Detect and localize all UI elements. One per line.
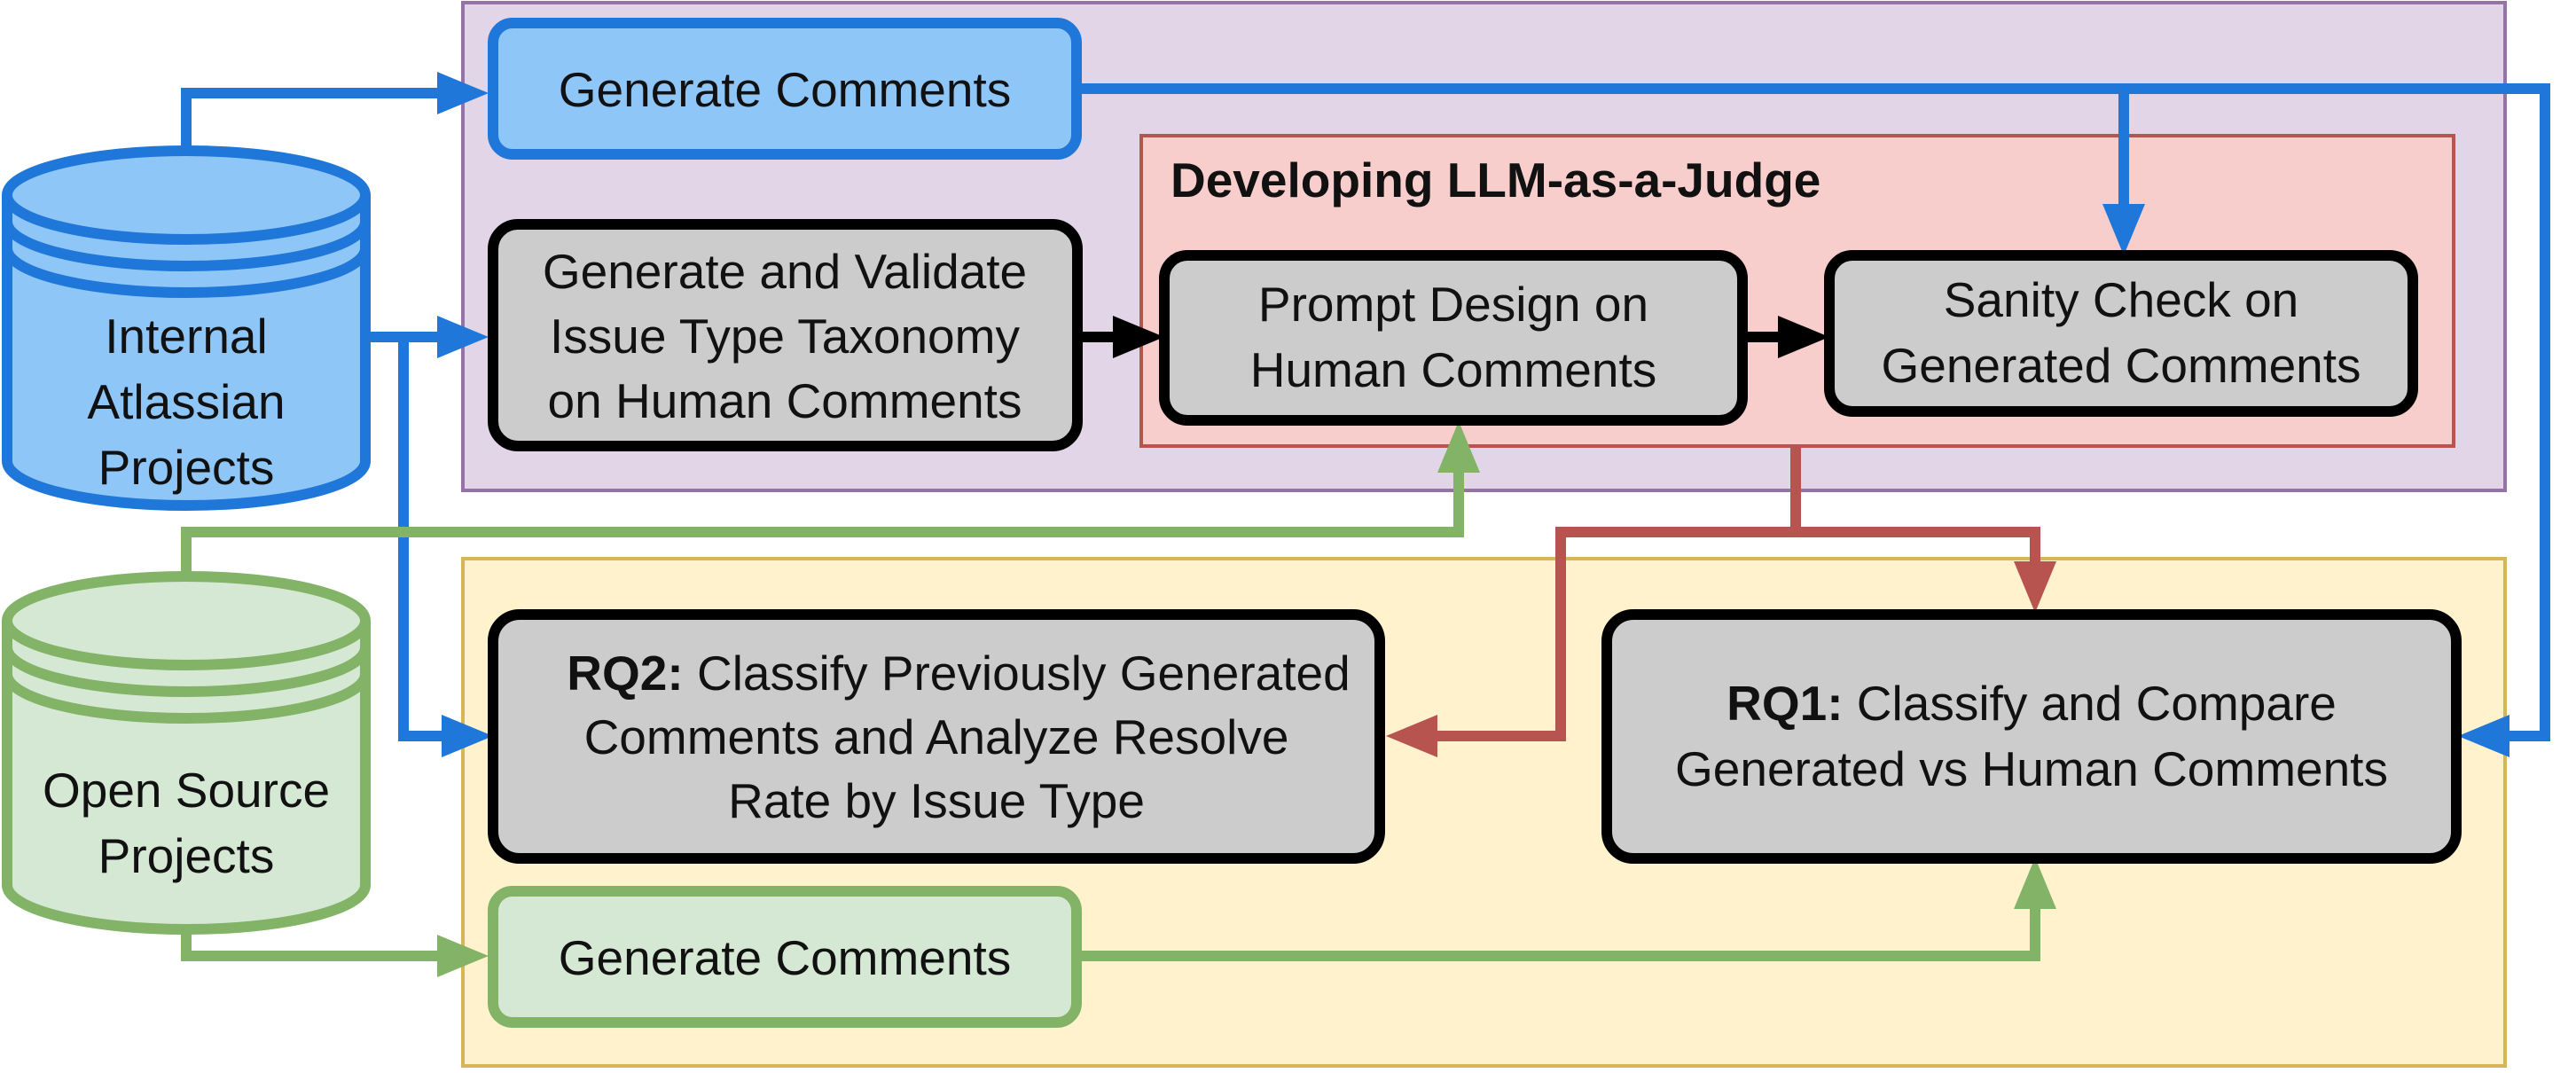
generate-comments-top-box: Generate Comments: [488, 18, 1082, 160]
open-source-db-body: [2, 621, 371, 935]
rq2-label-line1: RQ2: Classify Previously Generated: [567, 646, 1350, 701]
arrow-generate-top-to-rq1: [1082, 83, 2550, 757]
generate-comments-bottom-box: Generate Comments: [488, 886, 1082, 1028]
taxonomy-label-line2: Issue Type Taxonomy: [550, 309, 1020, 364]
prompt-design-label-line1: Prompt Design on: [1258, 277, 1648, 332]
arrow-open-source-to-prompt: [181, 421, 1480, 581]
open-source-db-label-line1: Open Source: [43, 763, 330, 818]
open-source-db-label-line2: Projects: [98, 828, 275, 883]
open-source-db-top: [2, 571, 371, 670]
internal-db-top: [2, 145, 371, 245]
taxonomy-label-line1: Generate and Validate: [543, 244, 1027, 299]
internal-db-label-line2: Atlassian: [87, 374, 285, 429]
taxonomy-label-line3: on Human Comments: [548, 373, 1022, 428]
rq2-line1-text: Classify Previously Generated: [684, 646, 1351, 701]
rq1-label-line1: RQ1: Classify and Compare: [1726, 676, 2337, 731]
rq2-label-line2: Comments and Analyze Resolve: [584, 709, 1289, 764]
arrow-judge-to-rq1: [1790, 446, 2056, 613]
rq1-prefix: RQ1:: [1726, 676, 1843, 731]
rq2-prefix: RQ2:: [567, 646, 683, 701]
internal-atlassian-projects-database: Internal Atlassian Projects: [2, 145, 371, 511]
rq2-box: RQ2: Classify Previously Generated Comme…: [488, 609, 1385, 864]
generate-comments-top-label: Generate Comments: [559, 62, 1012, 117]
rq2-label-line3: Rate by Issue Type: [728, 773, 1145, 828]
generate-comments-bottom-label: Generate Comments: [559, 930, 1012, 985]
sanity-check-label-line1: Sanity Check on: [1944, 272, 2299, 327]
prompt-design-box: Prompt Design on Human Comments: [1159, 250, 1748, 426]
internal-db-label-line3: Projects: [98, 440, 275, 495]
judge-group-title: Developing LLM-as-a-Judge: [1171, 153, 1820, 208]
internal-db-label-line1: Internal: [105, 309, 267, 364]
arrow-judge-to-rq2: [1386, 527, 1796, 757]
rq1-label-line2: Generated vs Human Comments: [1675, 741, 2388, 796]
sanity-check-box: Sanity Check on Generated Comments: [1824, 250, 2418, 417]
issue-type-taxonomy-box: Generate and Validate Issue Type Taxonom…: [488, 219, 1083, 451]
internal-db-ring-2: [2, 247, 371, 298]
arrow-generate-bottom-to-rq1: [1082, 858, 2056, 961]
connectors: [181, 72, 2550, 977]
rq1-line1-text: Classify and Compare: [1844, 676, 2337, 731]
arrow-internal-to-generate-top: [181, 72, 489, 160]
open-source-projects-database: Open Source Projects: [2, 571, 371, 935]
open-source-db-ring-2: [2, 673, 371, 724]
internal-db-ring-1: [2, 221, 371, 271]
sanity-check-label-line2: Generated Comments: [1881, 338, 2361, 393]
internal-db-body: [2, 195, 371, 511]
prompt-design-label-line2: Human Comments: [1250, 342, 1656, 397]
open-source-db-ring-1: [2, 646, 371, 697]
arrow-open-source-to-generate-bottom: [181, 927, 489, 977]
rq1-box: RQ1: Classify and Compare Generated vs H…: [1601, 609, 2462, 864]
